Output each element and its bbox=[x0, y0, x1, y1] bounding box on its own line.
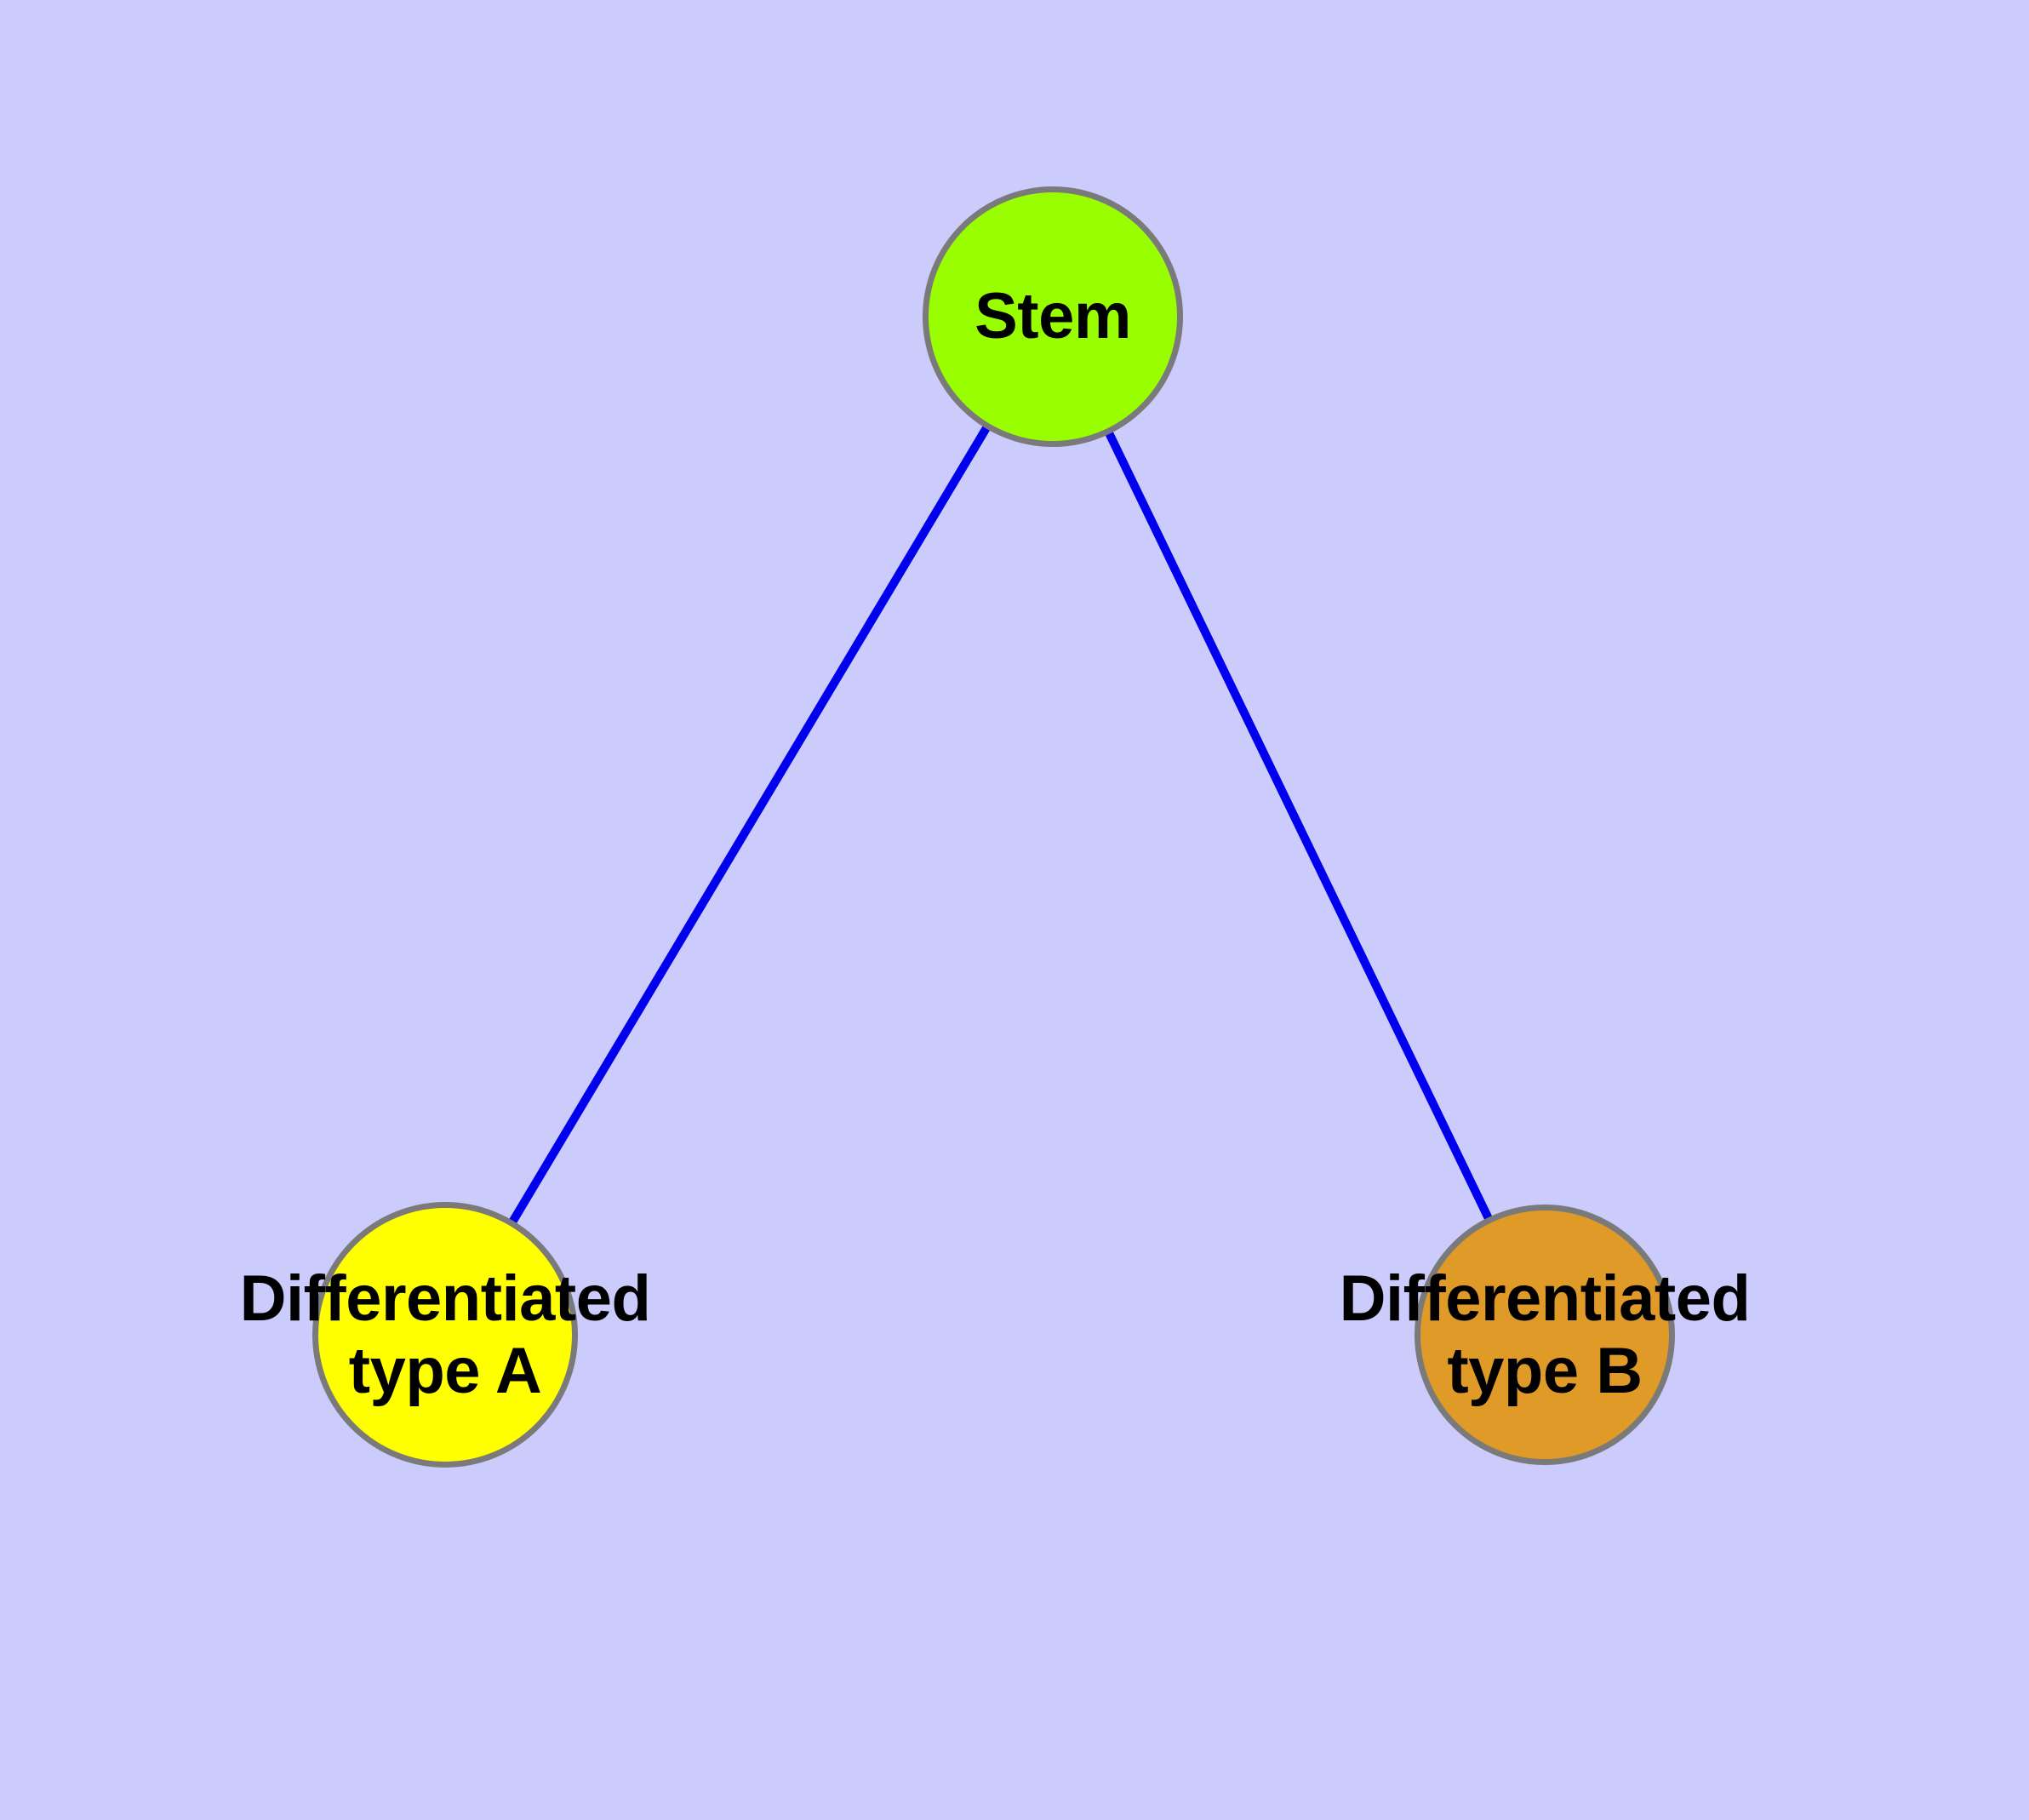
node-stem-label-line-1: Stem bbox=[974, 280, 1131, 353]
node-differentiated-type-b-circle bbox=[1415, 1205, 1675, 1465]
node-differentiated-type-a-label-line-1: Differentiated bbox=[239, 1262, 651, 1335]
node-differentiated-type-a-label: Differentiated type A bbox=[240, 1262, 651, 1407]
node-differentiated-type-b-label-line-1: Differentiated bbox=[1339, 1262, 1751, 1335]
edge-stem-to-differentiated-type-b bbox=[1049, 314, 1549, 1337]
node-differentiated-type-b[interactable]: Differentiated type B bbox=[1340, 1205, 1751, 1465]
node-stem-label: Stem bbox=[974, 280, 1131, 352]
node-differentiated-type-b-label-line-2: type B bbox=[1447, 1335, 1643, 1407]
node-differentiated-type-b-label: Differentiated type B bbox=[1340, 1262, 1751, 1407]
node-differentiated-type-a-label-line-2: type A bbox=[348, 1335, 542, 1407]
node-differentiated-type-a[interactable]: Differentiated type A bbox=[240, 1202, 651, 1468]
node-stem[interactable]: Stem bbox=[923, 186, 1183, 447]
node-differentiated-type-a-circle bbox=[312, 1202, 578, 1468]
node-stem-circle bbox=[923, 186, 1183, 447]
edge-stem-to-differentiated-type-a bbox=[441, 314, 1057, 1337]
